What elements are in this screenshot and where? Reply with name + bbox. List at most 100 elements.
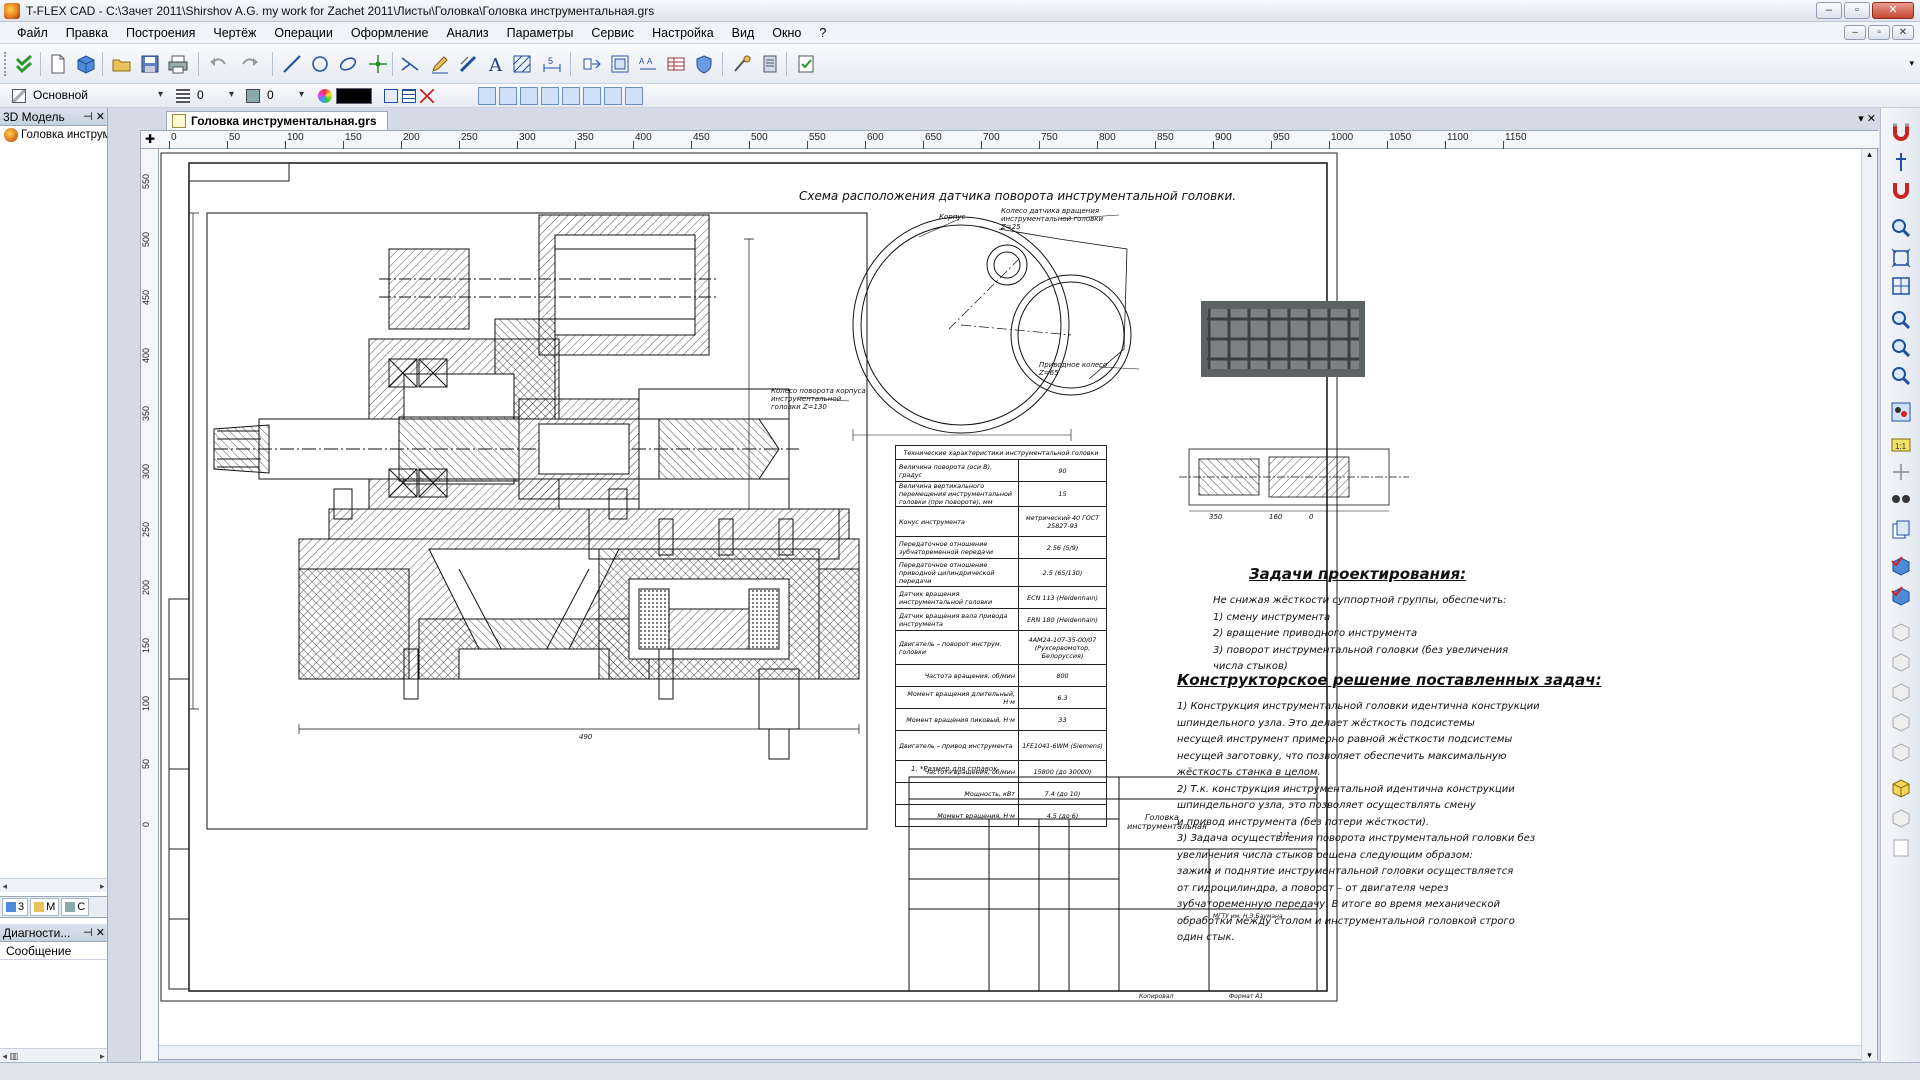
menu-edit[interactable]: Правка: [65, 25, 108, 40]
scale-button[interactable]: 1:1: [1889, 430, 1913, 454]
snap-tangent-icon[interactable]: [583, 87, 601, 105]
hatch-tool-button[interactable]: [510, 52, 534, 76]
new-3d-model-button[interactable]: [74, 52, 98, 76]
tab-3d-model[interactable]: 3: [2, 898, 29, 916]
minimize-button[interactable]: –: [1816, 2, 1842, 19]
document-tab[interactable]: Головка инструментальная.grs: [166, 111, 388, 130]
circle-tool-button[interactable]: [308, 52, 332, 76]
trim-tool-button[interactable]: [398, 52, 422, 76]
priority-field[interactable]: 0: [246, 87, 306, 105]
variables-button[interactable]: [758, 52, 782, 76]
tab-controls[interactable]: ▾ ✕: [1858, 113, 1876, 125]
doc-close-button[interactable]: ✕: [1892, 25, 1914, 40]
doc-minimize-button[interactable]: –: [1844, 25, 1866, 40]
node-tool-button[interactable]: [366, 52, 390, 76]
line-type-button[interactable]: [456, 52, 480, 76]
menu-view[interactable]: Вид: [731, 25, 755, 40]
snap-node-icon[interactable]: [478, 87, 496, 105]
zoom-out-button[interactable]: [1889, 336, 1913, 360]
menu-format[interactable]: Оформление: [350, 25, 429, 40]
undo-button[interactable]: [206, 52, 230, 76]
select-filter-icon[interactable]: [384, 89, 398, 103]
clear-filter-icon[interactable]: [420, 89, 434, 103]
view-left-button[interactable]: [1889, 680, 1913, 704]
view-button[interactable]: [608, 52, 632, 76]
menu-construct[interactable]: Построения: [125, 25, 196, 40]
glasses-button[interactable]: [1889, 486, 1913, 510]
zoom-window-button[interactable]: [1889, 216, 1913, 240]
menu-drawing[interactable]: Чертёж: [213, 25, 257, 40]
canvas-vertical-scrollbar[interactable]: ▴ ▾: [1861, 149, 1877, 1061]
open-file-button[interactable]: [110, 52, 134, 76]
cube-check-button[interactable]: [1889, 554, 1913, 578]
ortho-button[interactable]: [1889, 460, 1913, 484]
view-iso-button[interactable]: [1889, 776, 1913, 800]
menu-operations[interactable]: Операции: [274, 25, 333, 40]
menu-file[interactable]: Файл: [17, 25, 48, 40]
select-list-icon[interactable]: [402, 89, 416, 103]
close-button[interactable]: ✕: [1872, 2, 1914, 19]
doc-restore-button[interactable]: ▫: [1868, 25, 1890, 40]
layers-view-button[interactable]: [1889, 518, 1913, 542]
menu-service[interactable]: Сервис: [591, 25, 635, 40]
snap-magnet-button[interactable]: [1889, 120, 1913, 144]
save-file-button[interactable]: [138, 52, 162, 76]
zoom-fit-button[interactable]: [1889, 246, 1913, 270]
pin-button[interactable]: [1889, 150, 1913, 174]
menu-settings[interactable]: Настройка: [652, 25, 714, 40]
view-bottom-button[interactable]: [1889, 806, 1913, 830]
snap-grid-icon[interactable]: [625, 87, 643, 105]
shield-button[interactable]: [692, 52, 716, 76]
menu-analysis[interactable]: Анализ: [446, 25, 489, 40]
diagnostics-pin-close[interactable]: ⊣ ✕: [83, 927, 105, 939]
snap-line-icon[interactable]: [499, 87, 517, 105]
grid-button[interactable]: [1889, 400, 1913, 424]
diagnostics-scrollbar[interactable]: ◂ ▥▸: [0, 1048, 107, 1062]
layer-selector[interactable]: Основной: [12, 87, 165, 105]
view-page-button[interactable]: [1889, 836, 1913, 860]
check-button[interactable]: [794, 52, 818, 76]
snap-center-icon[interactable]: [541, 87, 559, 105]
drawing-sheet[interactable]: Схема расположения датчика поворота инст…: [159, 149, 1861, 1047]
snap-text-icon[interactable]: [604, 87, 622, 105]
level-combo[interactable]: 0: [194, 87, 236, 105]
sketch-tool-button[interactable]: [428, 52, 452, 76]
priority-combo[interactable]: 0: [264, 87, 306, 105]
table-button[interactable]: [664, 52, 688, 76]
tab-materials[interactable]: М: [30, 898, 60, 916]
new-file-button[interactable]: [46, 52, 70, 76]
layer-combo[interactable]: Основной: [30, 87, 165, 105]
view-back-button[interactable]: [1889, 740, 1913, 764]
ellipse-tool-button[interactable]: [336, 52, 360, 76]
snap-arc-icon[interactable]: [520, 87, 538, 105]
scroll-down-icon[interactable]: ▾: [1867, 1050, 1872, 1060]
restore-button[interactable]: ▫: [1844, 2, 1870, 19]
tab-structure[interactable]: С: [61, 898, 90, 916]
print-button[interactable]: [166, 52, 190, 76]
zoom-in-button[interactable]: [1889, 308, 1913, 332]
text-tool-button[interactable]: A: [484, 52, 508, 76]
zoom-all-button[interactable]: [1889, 274, 1913, 298]
menu-window[interactable]: Окно: [772, 25, 802, 40]
menu-parameters[interactable]: Параметры: [506, 25, 574, 40]
view-front-button[interactable]: [1889, 620, 1913, 644]
panel-pin-close[interactable]: ⊣ ✕: [83, 111, 105, 123]
level-field[interactable]: 0: [176, 87, 236, 105]
model-panel-scrollbar[interactable]: ◂▸: [0, 878, 107, 892]
zoom-previous-button[interactable]: [1889, 364, 1913, 388]
view-top-button[interactable]: [1889, 650, 1913, 674]
view-right-button[interactable]: [1889, 710, 1913, 734]
crosshair-icon[interactable]: ✚: [145, 132, 156, 146]
cube-check2-button[interactable]: [1889, 584, 1913, 608]
color-selector[interactable]: [318, 87, 372, 105]
toolbar-overflow-icon[interactable]: ▾: [1909, 58, 1914, 68]
color-swatch[interactable]: [336, 88, 372, 104]
menu-help[interactable]: ?: [819, 25, 827, 40]
confirm-button[interactable]: [12, 52, 36, 76]
toolbar-grip[interactable]: [4, 52, 7, 76]
redo-button[interactable]: [238, 52, 262, 76]
snap-intersection-icon[interactable]: [562, 87, 580, 105]
canvas-horizontal-scrollbar[interactable]: [159, 1045, 1861, 1059]
scroll-up-icon[interactable]: ▴: [1867, 149, 1872, 159]
